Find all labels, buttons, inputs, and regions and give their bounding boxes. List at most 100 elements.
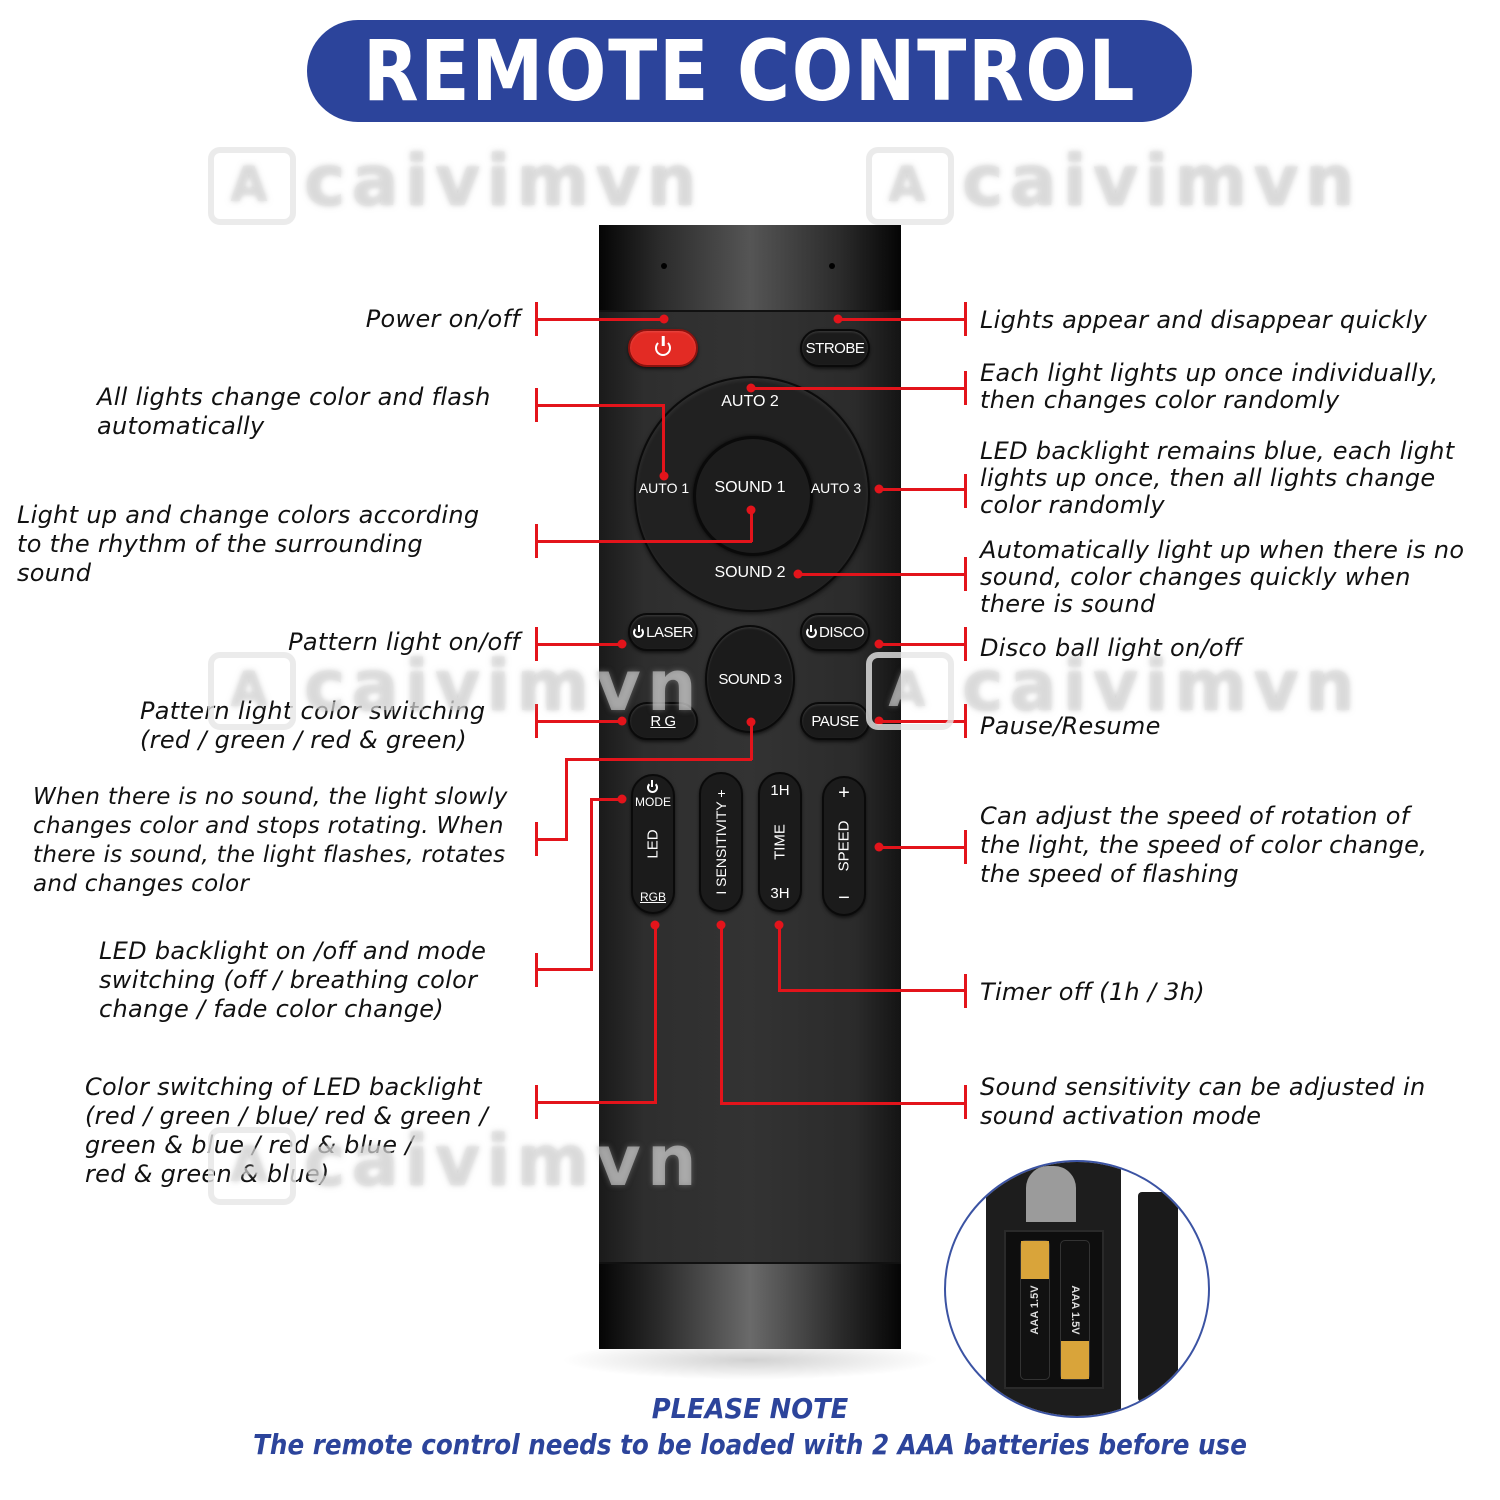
strobe-button[interactable]: STROBE <box>800 329 870 367</box>
callout-line <box>751 387 966 390</box>
callout-line <box>536 318 664 321</box>
callout-dot <box>746 505 756 515</box>
laser-button[interactable]: LASER <box>628 613 698 651</box>
title-banner: REMOTE CONTROL <box>307 20 1192 122</box>
sound1-button[interactable] <box>693 436 813 556</box>
callout-dot <box>874 842 884 852</box>
callout-time: Timer off (1h / 3h) <box>980 978 1205 1006</box>
note-title: PLEASE NOTE <box>651 1392 849 1425</box>
sensitivity-button[interactable]: I SENSITIVITY + <box>699 772 743 912</box>
callout-auto2: Each light lights up once individually, … <box>980 359 1439 414</box>
time-label: TIME <box>771 824 789 860</box>
callout-dot <box>874 716 884 726</box>
disco-button[interactable]: DISCO <box>800 613 870 651</box>
callout-line <box>565 758 752 761</box>
remote-bottom-cap <box>599 1262 901 1349</box>
sound3-button[interactable]: SOUND 3 <box>705 625 795 733</box>
callout-dot <box>874 484 884 494</box>
callout-line <box>536 968 593 971</box>
callout-dot <box>650 920 660 930</box>
pause-button[interactable]: PAUSE <box>800 702 870 740</box>
callout-line <box>536 1101 657 1104</box>
callout-strobe: Lights appear and disappear quickly <box>980 306 1428 334</box>
callout-sound2: Automatically light up when there is no … <box>980 536 1465 618</box>
callout-dot <box>774 920 784 930</box>
page-title: REMOTE CONTROL <box>362 22 1137 120</box>
callout-dot <box>617 716 627 726</box>
led-label: LED <box>644 829 662 859</box>
callout-line <box>720 1102 966 1105</box>
ir-hole <box>661 263 667 269</box>
callout-dot <box>833 314 843 324</box>
callout-disco: Disco ball light on/off <box>980 634 1242 662</box>
led-mode-button[interactable]: MODE <box>635 795 671 809</box>
sound1-label: SOUND 1 <box>714 479 786 496</box>
battery-inset: AAA 1.5V AAA 1.5V <box>944 1160 1210 1418</box>
callout-dot <box>874 639 884 649</box>
ir-hole <box>829 263 835 269</box>
sensitivity-minus[interactable]: I <box>713 890 729 895</box>
callout-line <box>536 404 664 407</box>
callout-line <box>778 925 781 992</box>
callout-dot <box>746 717 756 727</box>
battery-cover <box>1138 1192 1178 1402</box>
power-icon <box>646 782 658 793</box>
callout-line <box>536 720 622 723</box>
callout-line <box>590 798 593 971</box>
speed-plus[interactable]: + <box>838 782 850 804</box>
callout-led-rgb: Color switching of LED backlight (red / … <box>85 1073 488 1188</box>
callout-line <box>590 798 622 801</box>
auto-ring-button[interactable] <box>634 376 870 612</box>
rg-switch-button[interactable]: R G <box>628 702 698 740</box>
callout-speed: Can adjust the speed of rotation of the … <box>980 802 1428 888</box>
auto2-button[interactable]: AUTO 2 <box>721 393 779 410</box>
sound2-button[interactable]: SOUND 2 <box>714 564 786 581</box>
callout-power: Power on/off <box>365 305 520 333</box>
watermark-logo-icon: A <box>208 146 296 225</box>
time-1h-button[interactable]: 1H <box>770 782 790 799</box>
power-icon <box>805 626 817 638</box>
callout-line <box>879 720 966 723</box>
callout-line <box>879 846 966 849</box>
auto3-button[interactable]: AUTO 3 <box>810 480 862 496</box>
battery-clip <box>1026 1166 1076 1222</box>
time-3h-button[interactable]: 3H <box>770 885 790 902</box>
auto1-button[interactable]: AUTO 1 <box>638 480 690 496</box>
led-rgb-button[interactable]: RGB <box>639 890 667 904</box>
callout-line <box>750 510 753 542</box>
callout-line <box>536 838 567 841</box>
power-button[interactable] <box>628 329 698 367</box>
callout-dot <box>659 314 669 324</box>
callout-sound1: Light up and change colors according to … <box>17 501 480 587</box>
callout-rg: Pattern light color switching (red / gre… <box>140 697 486 754</box>
callout-led-mode: LED backlight on /off and mode switching… <box>99 937 487 1023</box>
led-button[interactable]: MODE LED RGB <box>631 774 675 914</box>
callout-line <box>536 540 752 543</box>
sensitivity-plus[interactable]: + <box>713 789 729 798</box>
callout-line <box>879 643 966 646</box>
callout-line <box>654 925 657 1104</box>
callout-line <box>565 758 568 841</box>
callout-dot <box>793 569 803 579</box>
watermark-logo-icon: A <box>208 1126 296 1205</box>
time-button[interactable]: 1H TIME 3H <box>758 772 802 912</box>
callout-dot <box>716 920 726 930</box>
callout-line <box>798 573 966 576</box>
remote-top-cap <box>599 225 901 312</box>
note-body: The remote control needs to be loaded wi… <box>253 1428 1247 1461</box>
callout-sound3: When there is no sound, the light slowly… <box>33 784 508 897</box>
callout-sensitivity: Sound sensitivity can be adjusted in sou… <box>980 1073 1426 1130</box>
battery-slot: AAA 1.5V AAA 1.5V <box>1004 1230 1104 1389</box>
callout-line <box>720 925 723 1105</box>
callout-line <box>750 722 753 760</box>
callout-line <box>879 488 966 491</box>
callout-dot <box>746 383 756 393</box>
speed-minus[interactable]: − <box>838 887 850 909</box>
callout-dot <box>617 794 627 804</box>
speed-button[interactable]: + SPEED − <box>822 776 866 916</box>
